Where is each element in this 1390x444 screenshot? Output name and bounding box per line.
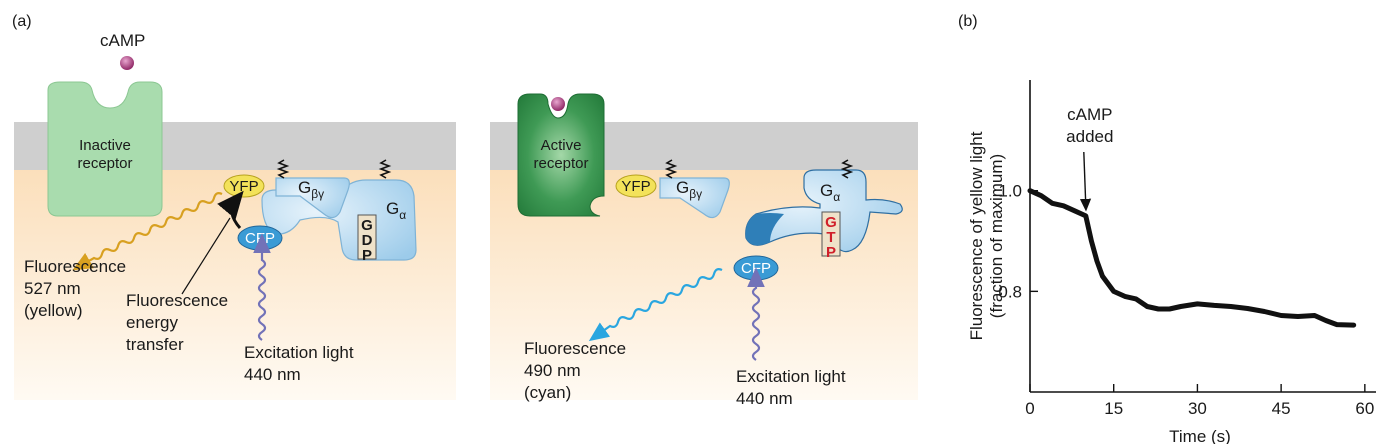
lipid-anchor-gby (276, 159, 290, 179)
g-betagamma-inactive (275, 177, 350, 219)
yellow-emission-wave (72, 192, 223, 271)
g-alpha-active (745, 169, 903, 253)
lipid-anchor-gby-active (664, 159, 678, 179)
energy-transfer-line1: Fluorescence (126, 291, 228, 310)
panel-a-label: (a) (12, 13, 32, 30)
fluor-yellow-line1: Fluorescence (24, 257, 126, 276)
fluor-cyan-line2: 490 nm (524, 361, 581, 380)
energy-transfer-line3: transfer (126, 335, 184, 354)
cfp-active-label: CFP (741, 260, 771, 277)
x-tick-label: 15 (1104, 399, 1123, 418)
gdp-p: P (362, 247, 372, 264)
camp-molecule (120, 56, 134, 70)
active-receptor-line1: Active (541, 137, 582, 154)
g-alpha-active-shade (745, 213, 784, 246)
camp-label: cAMP (100, 31, 145, 50)
series-line (1027, 188, 1357, 328)
energy-transfer-line2: energy (126, 313, 178, 332)
g-betagamma-label-active: Gβγ (676, 178, 702, 201)
excitation-active-line2: 440 nm (736, 389, 793, 408)
excitation-active-line1: Excitation light (736, 367, 846, 386)
excitation-wave-inactive (253, 233, 271, 341)
panel-b-label: (b) (958, 13, 978, 30)
gtp-box (821, 211, 841, 257)
camp-added-arrow (1079, 151, 1092, 212)
energy-transfer-arrow (217, 190, 244, 229)
cfp-inactive-label: CFP (245, 230, 275, 247)
active-receptor-line2: receptor (533, 155, 588, 172)
fluorescence-chart: 0 15 30 45 60 0.8 1.0 cAMP added Time (s) Fluo… (967, 80, 1376, 444)
excitation-wave-active (747, 267, 765, 361)
gtp-g: G (825, 214, 837, 231)
y-tick-label: 1.0 (998, 182, 1022, 201)
lipid-anchor-ga-active (840, 159, 854, 179)
energy-transfer-pointer (181, 217, 231, 295)
gdp-box (357, 214, 377, 260)
x-tick-label: 0 (1025, 399, 1034, 418)
yfp-active-label: YFP (621, 178, 650, 195)
excitation-inactive-line2: 440 nm (244, 365, 301, 384)
lipid-anchor-ga (378, 159, 392, 179)
g-betagamma-active (659, 177, 730, 219)
fluor-cyan-line1: Fluorescence (524, 339, 626, 358)
g-betagamma-label-inactive: Gβγ (298, 178, 324, 201)
inactive-receptor-line2: receptor (77, 155, 132, 172)
gdp-d: D (362, 232, 373, 249)
y-axis-label-line1: Fluorescence of yellow light (967, 131, 986, 340)
inactive-receptor-line1: Inactive (79, 137, 131, 154)
y-axis-label-line2: (fraction of maximum) (987, 154, 1006, 318)
yfp-inactive-label: YFP (229, 178, 258, 195)
g-alpha-label-active: Gα (820, 181, 840, 204)
x-tick-label: 60 (1355, 399, 1374, 418)
fluor-yellow-line2: 527 nm (24, 279, 81, 298)
inactive-receptor (47, 81, 163, 217)
fluor-yellow-line3: (yellow) (24, 301, 83, 320)
fluor-cyan-line3: (cyan) (524, 383, 571, 402)
y-tick-label: 0.8 (998, 282, 1022, 301)
gdp-g: G (361, 217, 373, 234)
x-tick-label: 45 (1272, 399, 1291, 418)
x-tick-label: 30 (1188, 399, 1207, 418)
camp-bound (551, 97, 565, 111)
gtp-t: T (826, 229, 835, 246)
gtp-p: P (826, 244, 836, 261)
yfp-active (615, 174, 657, 198)
camp-added-line1: cAMP (1067, 105, 1112, 124)
excitation-inactive-line1: Excitation light (244, 343, 354, 362)
x-axis-label: Time (s) (1169, 427, 1231, 444)
active-receptor (517, 93, 605, 217)
cyan-emission-wave (588, 268, 723, 342)
g-alpha-label-inactive: Gα (386, 199, 406, 222)
camp-added-line2: added (1066, 127, 1113, 146)
